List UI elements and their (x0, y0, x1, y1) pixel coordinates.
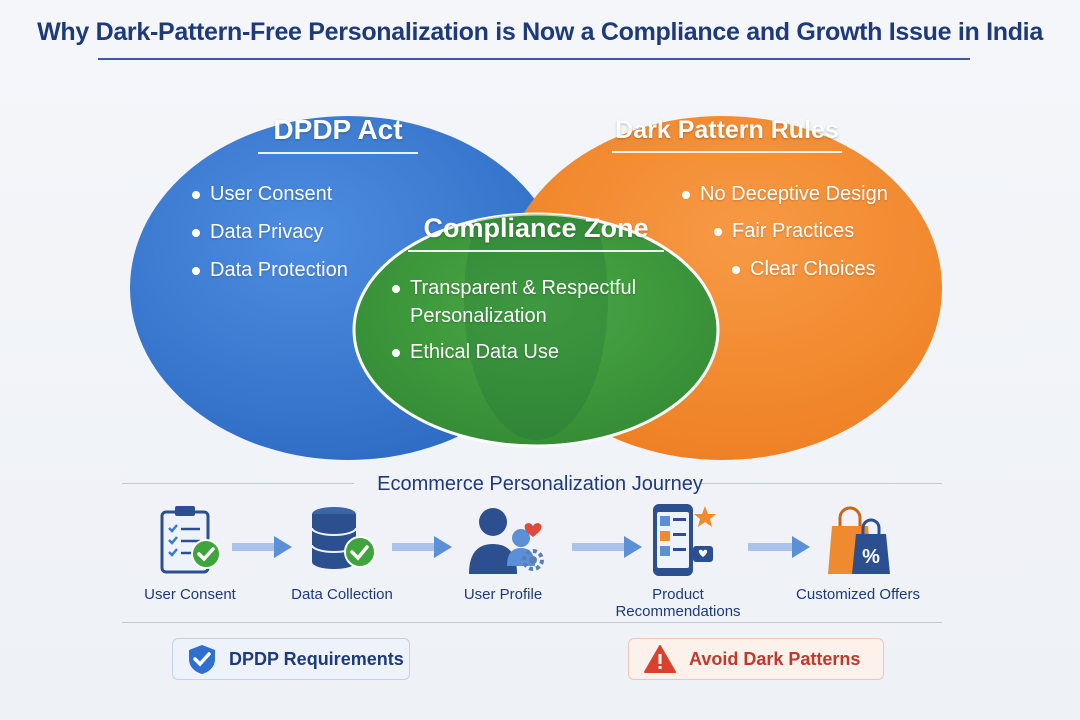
compliance-item: Ethical Data Use (392, 338, 652, 366)
dark-pattern-item: Fair Practices (714, 212, 854, 250)
dpdp-item: Data Privacy (192, 213, 348, 251)
mobile-recommendations-icon (653, 504, 716, 576)
journey-step-label: Data Collection (291, 586, 393, 603)
journey-step-user-consent: User Consent (105, 500, 275, 603)
dark-pattern-item: Clear Choices (732, 250, 876, 288)
journey-divider-right (700, 483, 942, 484)
user-profile-icon (469, 508, 544, 574)
svg-text:%: % (862, 546, 880, 568)
overlap-lens (464, 214, 608, 440)
journey-step-user-profile: User Profile (418, 500, 588, 603)
journey-step-label: Customized Offers (796, 586, 920, 603)
avoid-dark-patterns-badge: Avoid Dark Patterns (628, 638, 884, 680)
compliance-list: Transparent & Respectful Personalization… (392, 274, 652, 374)
title-underline (98, 58, 970, 60)
dark-pattern-heading-box: Dark Pattern Rules (612, 116, 842, 153)
journey-title: Ecommerce Personalization Journey (377, 473, 703, 495)
arrow-right-icon (392, 536, 452, 558)
journey-divider-left (122, 483, 354, 484)
dark-pattern-item: No Deceptive Design (682, 175, 888, 213)
compliance-heading-rule (408, 250, 664, 252)
page-title: Why Dark-Pattern-Free Personalization is… (37, 18, 1043, 46)
dark-pattern-list: Clear Choices (732, 250, 876, 288)
venn-diagram (130, 116, 942, 460)
journey-step-product-recommendations: Product Recommendations (593, 500, 763, 620)
journey-step-label: User Profile (463, 586, 543, 603)
dpdp-requirements-label: DPDP Requirements (229, 648, 404, 669)
avoid-dark-patterns-label: Avoid Dark Patterns (689, 648, 861, 669)
dark-pattern-list: Fair Practices (714, 212, 854, 250)
journey-step-label: User Consent (144, 586, 236, 603)
dpdp-heading-box: DPDP Act (258, 114, 418, 154)
dpdp-list: User Consent Data Privacy Data Protectio… (192, 175, 348, 289)
dpdp-heading-rule (258, 152, 418, 154)
database-check-icon (311, 507, 376, 569)
warning-triangle-icon (644, 645, 676, 673)
journey-step-label: Product Recommendations (615, 586, 741, 620)
shopping-bag-percent-icon: % (828, 506, 890, 574)
dpdp-requirements-badge: DPDP Requirements (172, 638, 410, 680)
compliance-item: Transparent & Respectful Personalization (392, 274, 652, 330)
dpdp-heading: DPDP Act (273, 114, 403, 145)
journey-bottom-divider (122, 622, 942, 623)
dark-pattern-list: No Deceptive Design (682, 175, 888, 213)
clipboard-check-icon (160, 506, 221, 574)
arrow-right-icon (232, 536, 292, 558)
arrow-right-icon (748, 536, 810, 558)
dark-pattern-heading: Dark Pattern Rules (615, 116, 839, 144)
journey-step-data-collection: Data Collection (257, 500, 427, 603)
compliance-heading: Compliance Zone (423, 213, 649, 243)
arrow-right-icon (572, 536, 642, 558)
dark-pattern-heading-rule (612, 151, 842, 153)
journey-step-customized-offers: % Customized Offers (773, 500, 943, 603)
compliance-heading-box: Compliance Zone (408, 213, 664, 252)
dpdp-item: Data Protection (192, 251, 348, 289)
dpdp-item: User Consent (192, 175, 348, 213)
shield-check-icon (189, 645, 215, 674)
compliance-zone-circle (352, 212, 720, 448)
